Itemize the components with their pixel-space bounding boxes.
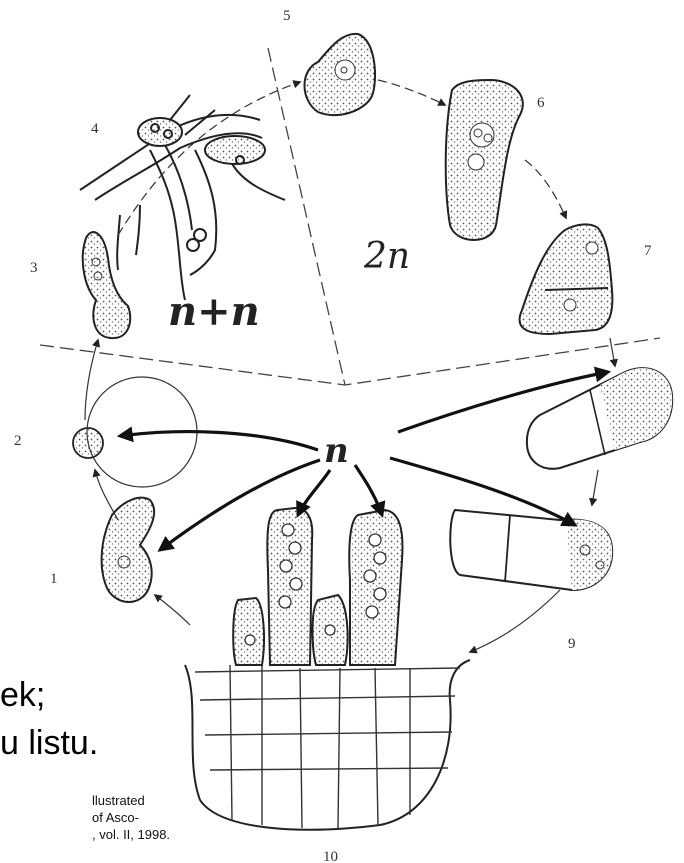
stage-4-dikaryotic-hyphae	[80, 95, 285, 300]
caption-line-2: u listu.	[0, 724, 98, 763]
stage-3-germ-tube	[83, 232, 131, 338]
stage-number-4: 4	[91, 121, 99, 137]
credit-line-1: llustrated	[92, 793, 145, 808]
stage-6-ascus	[446, 80, 523, 240]
stage-number-6: 6	[537, 95, 545, 111]
stage-number-5: 5	[283, 8, 291, 24]
stage-8-ascus	[527, 368, 672, 469]
phase-label-dikaryotic: n+n	[168, 288, 260, 335]
phase-label-diploid: 2n	[363, 236, 410, 277]
stage-number-3: 3	[30, 260, 38, 276]
stage-number-1: 1	[50, 571, 58, 587]
credit-line-2: of Asco-	[92, 810, 139, 825]
stage-1-germinating-spore	[102, 498, 155, 602]
stage-number-2: 2	[14, 433, 22, 449]
stage-number-10: 10	[323, 849, 338, 863]
stage-7-divided-cell	[520, 224, 613, 334]
stage-5-zygote-cell	[305, 34, 376, 115]
phase-label-haploid: n	[324, 431, 349, 471]
caption-line-1: ek;	[0, 676, 45, 715]
stage-9-ascus	[450, 510, 612, 590]
credit-line-3: , vol. II, 1998.	[92, 827, 170, 842]
stage-number-7: 7	[644, 243, 652, 259]
stage-10-ascus-layer	[185, 508, 470, 830]
stage-number-9: 9	[568, 636, 576, 652]
